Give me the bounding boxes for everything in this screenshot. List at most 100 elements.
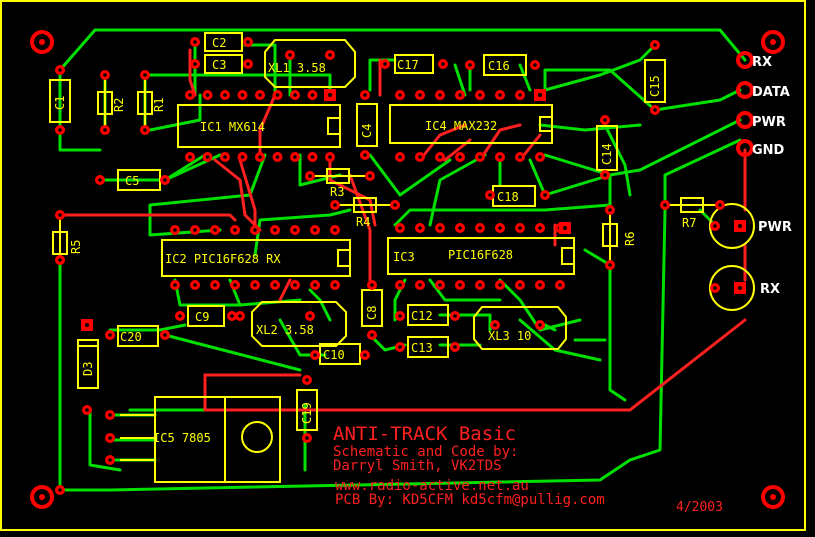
pad-hole (163, 333, 167, 337)
pad-hole (328, 53, 332, 57)
pad-hole (441, 62, 445, 66)
pad-hole (653, 43, 657, 47)
c15-label: C15 (648, 75, 662, 97)
pad-hole (478, 226, 482, 230)
ic5-label: IC5 7805 (153, 431, 211, 445)
pad-hole (108, 436, 112, 440)
pad-hole (193, 62, 197, 66)
connector-rx-label: RX (752, 55, 772, 70)
pad-hole (538, 155, 542, 159)
pad-hole (518, 283, 522, 287)
ic3-footprint: IC3 PIC16F628 (387, 237, 575, 275)
pad-hole (240, 93, 245, 97)
pad-hole (478, 155, 482, 159)
pad-hole (603, 173, 607, 177)
r4-label: R4 (356, 215, 370, 229)
pad-hole (293, 283, 297, 287)
connector-pad (736, 51, 754, 69)
pad-hole (418, 226, 422, 230)
pad-hole (103, 128, 107, 132)
r2-label: R2 (112, 98, 126, 112)
pad-hole (258, 93, 262, 97)
pad-hole (246, 40, 250, 44)
pad-hole (370, 333, 374, 337)
pad-hole (383, 62, 387, 66)
xl2-label: XL2 3.58 (256, 323, 314, 337)
board-title: ANTI-TRACK Basic (333, 423, 516, 445)
pad-hole (608, 208, 612, 212)
pad-hole (173, 228, 177, 232)
pad-hole (398, 155, 402, 159)
board-credits: ANTI-TRACK Basic Schematic and Code by: … (333, 423, 723, 515)
pad-hole (538, 283, 542, 287)
xl1-footprint: XL1 3.58 (264, 39, 356, 88)
pad-hole (363, 353, 367, 357)
pad-hole (453, 345, 457, 349)
pad-hole (738, 286, 742, 290)
c4-label: C4 (360, 124, 374, 138)
pad-hole (205, 93, 210, 97)
pad-hole (273, 228, 277, 232)
pad-hole (363, 153, 367, 157)
pad-hole (393, 203, 397, 207)
pad-hole (458, 283, 462, 287)
r1-label: R1 (152, 98, 166, 112)
c18-label: C18 (497, 190, 519, 204)
ic3-part-label: PIC16F628 (448, 248, 513, 262)
led-pwr: PWR (709, 203, 792, 249)
pad-hole (328, 155, 332, 159)
xl2-footprint: XL2 3.58 (251, 301, 347, 347)
pad-hole (453, 314, 457, 318)
pad-hole (233, 228, 237, 232)
pad-hole (230, 314, 234, 318)
r7-label: R7 (682, 216, 696, 230)
pad-hole (188, 93, 192, 97)
pad-hole (543, 193, 547, 197)
pad-hole (193, 40, 197, 44)
pad-hole (178, 314, 182, 318)
pad-hole (363, 93, 367, 97)
pad-hole (398, 93, 402, 97)
pad-hole (603, 118, 607, 122)
resistors: R2 R1 R5 R3 R4 R6 R7 (52, 75, 720, 265)
pad-hole (293, 228, 297, 232)
pad-hole (58, 128, 62, 132)
pad-hole (275, 155, 280, 159)
pad-hole (538, 323, 542, 327)
pad-hole (458, 155, 462, 159)
pad-hole (418, 93, 422, 97)
pad-hole (108, 413, 112, 417)
credit-line-2: Darryl Smith, VK2TDS (333, 458, 502, 474)
pad-hole (653, 108, 657, 112)
mounting-holes (30, 30, 785, 509)
pad-hole (188, 155, 192, 159)
pad-hole (305, 436, 309, 440)
connector-labels: RX DATA PWR GND (752, 55, 790, 158)
pad-hole (103, 73, 107, 77)
pad-hole (253, 228, 257, 232)
pad-hole (368, 174, 372, 178)
ic4-label: IC4 MAX232 (425, 119, 497, 133)
pad-hole (143, 73, 147, 77)
capacitors: C2 C3 C17 C16 C5 C18 C20 C9 C10 C12 C13 (117, 32, 536, 365)
pad-hole (273, 283, 277, 287)
c17-label: C17 (397, 58, 419, 72)
r6-label: R6 (623, 232, 637, 246)
pad-hole (558, 283, 562, 287)
xl1-label: XL1 3.58 (268, 61, 326, 75)
pad-hole (223, 155, 227, 159)
pad-hole (313, 353, 317, 357)
ic4-footprint: IC4 MAX232 (389, 104, 553, 144)
pad-hole (478, 283, 482, 287)
pad-hole (663, 203, 667, 207)
pad-hole (533, 63, 537, 67)
pad-hole (173, 283, 177, 287)
pad-hole (468, 63, 472, 67)
pad-hole (58, 68, 62, 72)
connector-pwr-label: PWR (752, 115, 786, 130)
ic2-label: IC2 PIC16F628 RX (165, 252, 281, 266)
pad-hole (308, 174, 312, 178)
pad-hole (458, 226, 462, 230)
d3-label: D3 (81, 362, 95, 376)
pad-hole (370, 283, 374, 287)
